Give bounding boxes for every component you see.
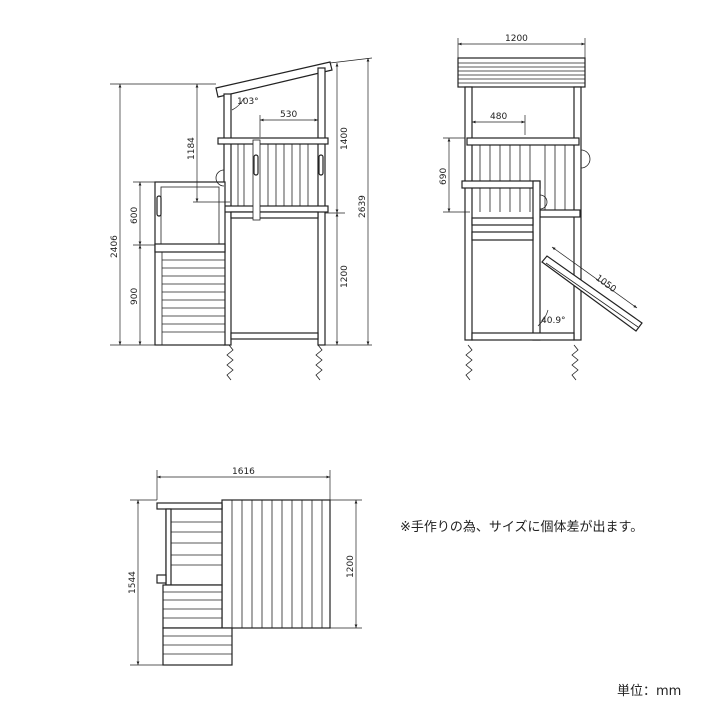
dim-2406: 2406	[110, 235, 120, 258]
dim-1616: 1616	[232, 467, 255, 477]
top-rail	[217, 137, 329, 145]
handle	[156, 195, 162, 217]
ladder-post	[532, 180, 541, 341]
deck	[230, 211, 319, 219]
roof	[215, 61, 333, 98]
dim-1200-side: 1200	[340, 265, 350, 288]
angle-103: 103°	[237, 97, 259, 107]
ground-spring-left	[226, 344, 234, 381]
dim-690: 690	[439, 168, 449, 185]
top-view: 1616 1544 1200	[128, 467, 362, 666]
deck-top	[221, 499, 331, 629]
dim-480: 480	[490, 112, 507, 122]
left-post	[464, 86, 473, 341]
dim-1544: 1544	[128, 571, 138, 594]
balusters	[237, 139, 309, 221]
dim-1200-top: 1200	[346, 555, 356, 578]
unit-label: 単位：mm	[617, 684, 682, 699]
deck	[539, 209, 581, 218]
side-view: 2406 600 900 1184 530 1400 1200 2639 103…	[110, 57, 373, 381]
front-view: 1200 480 690 1050 40.9°	[439, 34, 643, 381]
dim-1400: 1400	[340, 127, 350, 150]
side-slats	[161, 252, 225, 345]
dim-900: 900	[130, 288, 140, 305]
dim-1200-front: 1200	[505, 34, 528, 44]
dim-600: 600	[130, 207, 140, 224]
side-module	[154, 181, 226, 346]
dim-2639: 2639	[358, 195, 368, 218]
dim-530: 530	[280, 110, 297, 120]
angle-40-9: 40.9°	[541, 316, 566, 326]
dim-1184: 1184	[187, 137, 197, 160]
disclaimer-note: ※手作りの為、サイズに個体差が出ます。	[400, 520, 644, 535]
ground-spring-right	[315, 344, 323, 381]
